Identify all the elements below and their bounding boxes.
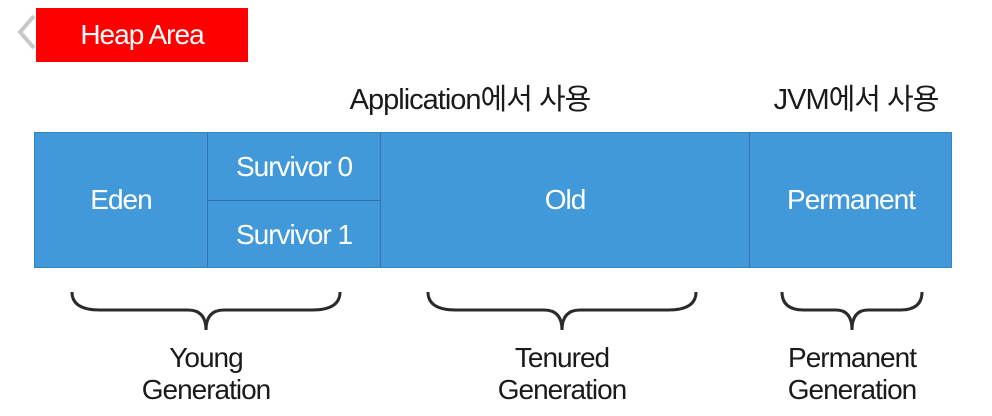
divider-eden-survivor xyxy=(207,133,208,267)
old-label: Old xyxy=(544,184,587,215)
tenured-generation-brace xyxy=(426,291,698,331)
divider-survivor-old xyxy=(380,133,381,267)
divider-survivors xyxy=(208,200,380,201)
eden-label: Eden xyxy=(90,184,152,215)
tenured-generation-label: Tenured Generation xyxy=(462,342,662,406)
survivor1-segment: Survivor 1 xyxy=(208,201,380,268)
young-generation-line1: Young xyxy=(169,342,243,373)
application-usage-label: Application에서 사용 xyxy=(349,84,592,116)
eden-segment: Eden xyxy=(35,133,207,267)
heap-area-bar: Eden Survivor 0 Survivor 1 Old Permanent xyxy=(34,132,952,268)
permanent-generation-brace xyxy=(780,291,924,331)
old-segment: Old xyxy=(381,133,749,267)
young-generation-brace xyxy=(70,291,342,331)
permanent-label: Permanent xyxy=(787,184,916,215)
jvm-usage-label: JVM에서 사용 xyxy=(773,84,940,116)
permanent-generation-label: Permanent Generation xyxy=(752,342,952,406)
page-title: Heap Area xyxy=(36,8,248,62)
divider-old-permanent xyxy=(749,133,750,267)
young-generation-line2: Generation xyxy=(141,374,272,405)
permanent-segment: Permanent xyxy=(750,133,952,267)
tenured-generation-line1: Tenured xyxy=(514,342,610,373)
chevron-left-icon[interactable] xyxy=(12,12,42,52)
permanent-generation-line2: Generation xyxy=(787,374,918,405)
tenured-generation-line2: Generation xyxy=(497,374,628,405)
young-generation-label: Young Generation xyxy=(106,342,306,406)
survivor1-label: Survivor 1 xyxy=(235,218,353,250)
survivor0-label: Survivor 0 xyxy=(235,150,353,182)
page-title-text: Heap Area xyxy=(80,19,204,50)
survivor0-segment: Survivor 0 xyxy=(208,133,380,200)
permanent-generation-line1: Permanent xyxy=(788,342,917,373)
